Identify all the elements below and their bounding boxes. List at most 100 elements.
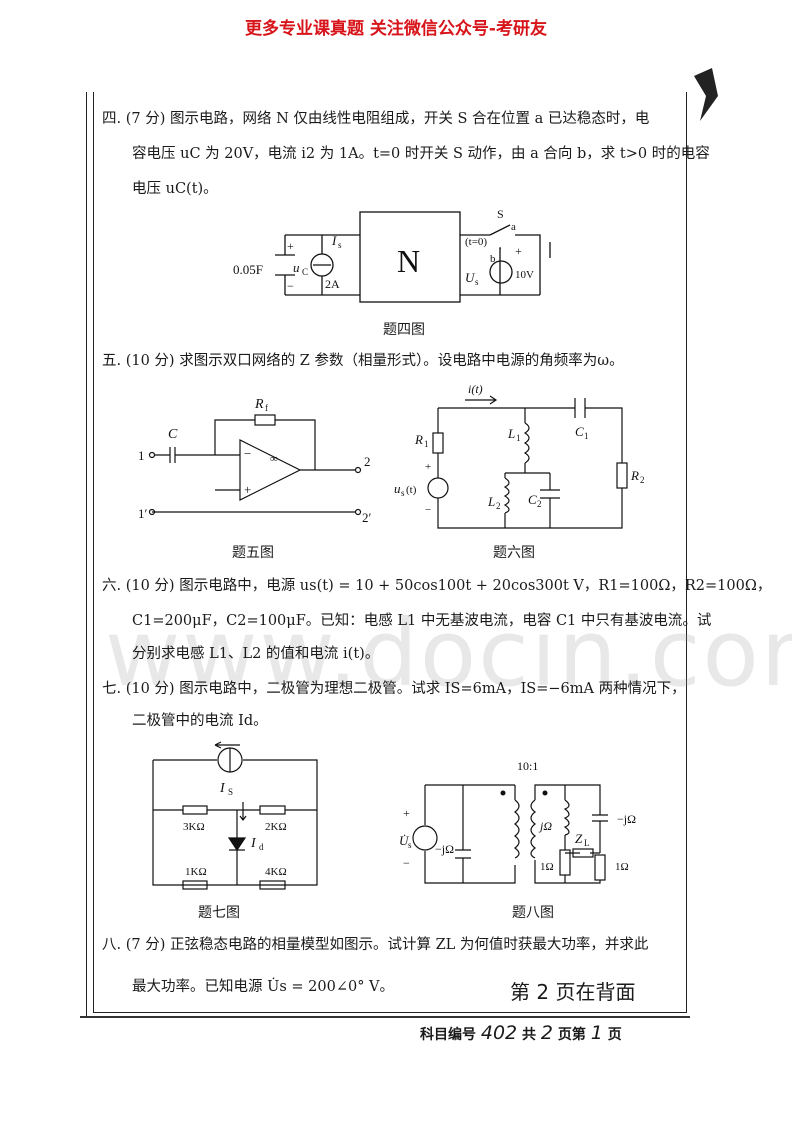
q6-line-3: 分别求电感 L1、L2 的值和电流 i(t)。 — [132, 646, 380, 662]
q8-figure-r2-label: 1Ω — [615, 861, 629, 873]
q6-caption: 题六图 — [493, 545, 535, 561]
q7-figure-r4k-label: 4KΩ — [265, 866, 287, 878]
q6-figure-plus-label: + — [425, 461, 431, 473]
frame-left-rule — [86, 92, 87, 1017]
capacitor-label: 0.05F — [233, 262, 263, 277]
q6-figure-c2_sub-label: 2 — [537, 499, 542, 509]
q8-line-1: 八. (7 分) 正弦稳态电路的相量模型如图示。试计算 ZL 为何值时获最大功率… — [102, 937, 649, 953]
capacitor-c-label: C — [168, 427, 178, 442]
q4-circuit-diagram: 0.05F + − u C I s 2A N S (t=0) a b + U s… — [233, 207, 551, 303]
q7-figure-id_sub-label: d — [259, 842, 264, 852]
q8-figure-minus-label: − — [403, 856, 410, 870]
q8-figure-jc2-label: −jΩ — [617, 812, 636, 826]
q5-figure-p1b-label: 1′ — [138, 506, 148, 521]
q8-figure-us-label: U̇ — [399, 833, 410, 848]
q4-figure-is_val-label: 2A — [325, 277, 340, 291]
q6-figure-us-label: u — [394, 481, 401, 496]
q8-figure-zl_sub-label: L — [584, 838, 590, 848]
q8-figure-ratio-label: 10:1 — [517, 759, 538, 773]
q4-line-3: 电压 uC(t)。 — [132, 181, 218, 197]
q5-figure-p2b-label: 2′ — [362, 510, 372, 525]
q7-figure-is-label: I — [219, 781, 226, 796]
q4-figure-plus-label: + — [515, 244, 522, 258]
back-page-note: 第 2 页在背面 — [510, 980, 636, 1004]
q6-figure-r1_sub-label: 1 — [424, 439, 429, 449]
q8-figure-jc1-label: −jΩ — [435, 842, 454, 856]
q7-line-2: 二极管中的电流 Id。 — [132, 713, 268, 729]
q8-circuit-diagram: 10:1 + U̇ s − −jΩ jΩ −jΩ Z L 1Ω 1Ω — [399, 759, 636, 884]
q6-figure-l1-label: L — [507, 426, 515, 441]
q8-figure-r1-label: 1Ω — [540, 861, 554, 873]
q5-figure-p2-label: 2 — [364, 454, 371, 469]
page-footer: 科目编号 402 共 2 页第 1 页 — [420, 1022, 622, 1044]
q5-figure-minus-label: − — [244, 446, 251, 461]
subject-code: 402 — [480, 1022, 518, 1044]
q7-figure-r2k-label: 2KΩ — [265, 821, 287, 833]
q4-line-2: 容电压 uC 为 20V，电流 i2 为 1A。t=0 时开关 S 动作，由 a… — [132, 146, 710, 162]
q4-figure-us_val-label: 10V — [515, 269, 534, 281]
q4-figure-b-label: b — [490, 253, 496, 265]
is-label: I — [331, 233, 337, 248]
q6-figure-us_t-label: (t) — [406, 484, 417, 496]
q5-figure-inf-label: ∞ — [270, 453, 278, 465]
q6-circuit-diagram: i(t) R 1 L 1 C 1 R 2 + u s (t) − L 2 C 2 — [394, 382, 645, 529]
q7-figure-r1k-label: 1KΩ — [185, 866, 207, 878]
q7-caption: 题七图 — [198, 905, 240, 921]
q4-line-1: 四. (7 分) 图示电路，网络 N 仅由线性电阻组成，开关 S 合在位置 a … — [102, 111, 650, 127]
q7-figure-r3k-label: 3KΩ — [183, 821, 205, 833]
page-suffix: 页 — [607, 1027, 622, 1043]
q6-figure-minus-label: − — [425, 504, 431, 516]
total-label: 共 — [522, 1027, 537, 1043]
q7-circuit-diagram: I S 3KΩ 2KΩ I d 1KΩ 4KΩ — [152, 741, 318, 890]
q6-figure-l2_sub-label: 2 — [496, 501, 501, 511]
q4-caption: 题四图 — [383, 322, 425, 338]
q6-figure-r2_sub-label: 2 — [640, 475, 645, 485]
watermark: www.docin.com — [105, 600, 792, 707]
q6-figure-r1-label: R — [414, 432, 423, 447]
q8-caption: 题八图 — [512, 905, 554, 921]
q6-figure-l1_sub-label: 1 — [516, 433, 521, 443]
q6-figure-l2-label: L — [487, 494, 495, 509]
q4-figure-minus-label: − — [287, 279, 294, 293]
switch-label: S — [497, 207, 504, 221]
q8-figure-us_sub-label: s — [408, 840, 412, 850]
page-number: 1 — [590, 1022, 603, 1044]
q6-figure-c2-label: C — [528, 492, 537, 507]
q7-figure-id-label: I — [250, 836, 257, 851]
q6-figure-i-label: i(t) — [468, 382, 483, 396]
exam-frame — [93, 92, 687, 1013]
q7-line-1: 七. (10 分) 图示电路中，二极管为理想二极管。试求 IS=6mA，IS=−… — [102, 681, 686, 697]
total-pages: 2 — [540, 1022, 553, 1044]
q4-figure-t0-label: (t=0) — [465, 236, 487, 248]
page-label: 页第 — [557, 1027, 586, 1043]
network-n-label: N — [397, 243, 420, 279]
q5-figure-rf_sub-label: f — [265, 403, 268, 413]
frame-bottom-rule — [80, 1016, 690, 1018]
q4-figure-plus-label: + — [287, 239, 294, 253]
q5-line: 五. (10 分) 求图示双口网络的 Z 参数（相量形式）。设电路中电源的角频率… — [102, 353, 624, 369]
uc-label: u — [293, 260, 300, 275]
q5-figure-plus-label: + — [244, 482, 251, 497]
q4-figure-is_sub-label: s — [338, 240, 342, 250]
q4-figure-uc_sub-label: C — [302, 267, 308, 277]
q8-line-2: 最大功率。已知电源 U̇s = 200∠0° V。 — [132, 979, 395, 995]
q5-figure-p1-label: 1 — [138, 448, 145, 463]
q6-line-1: 六. (10 分) 图示电路中，电源 us(t) = 10 + 50cos100… — [102, 578, 772, 594]
q5-caption: 题五图 — [232, 545, 274, 561]
q5-circuit-diagram: 1 C R f − + ∞ 2 1′ 2′ — [138, 397, 372, 525]
q4-figure-a-label: a — [511, 221, 516, 233]
q7-figure-is_sub-label: S — [228, 787, 233, 797]
q6-line-2: C1=200μF，C2=100μF。已知：电感 L1 中无基波电流，电容 C1 … — [132, 613, 712, 629]
q6-figure-us_sub-label: s — [401, 488, 405, 498]
q6-figure-r2-label: R — [630, 468, 639, 483]
q4-figure-us-label: U — [465, 270, 476, 285]
promo-banner: 更多专业课真题 关注微信公众号-考研友 — [245, 19, 547, 39]
q8-figure-plus-label: + — [403, 806, 410, 820]
rf-label: R — [254, 397, 264, 412]
q8-figure-zl-label: Z — [575, 831, 583, 846]
page-edge-mark — [694, 68, 718, 121]
q4-figure-us_sub-label: s — [475, 277, 479, 287]
q6-figure-c1-label: C — [575, 424, 584, 439]
q6-figure-c1_sub-label: 1 — [584, 431, 589, 441]
subject-code-label: 科目编号 — [420, 1027, 476, 1043]
